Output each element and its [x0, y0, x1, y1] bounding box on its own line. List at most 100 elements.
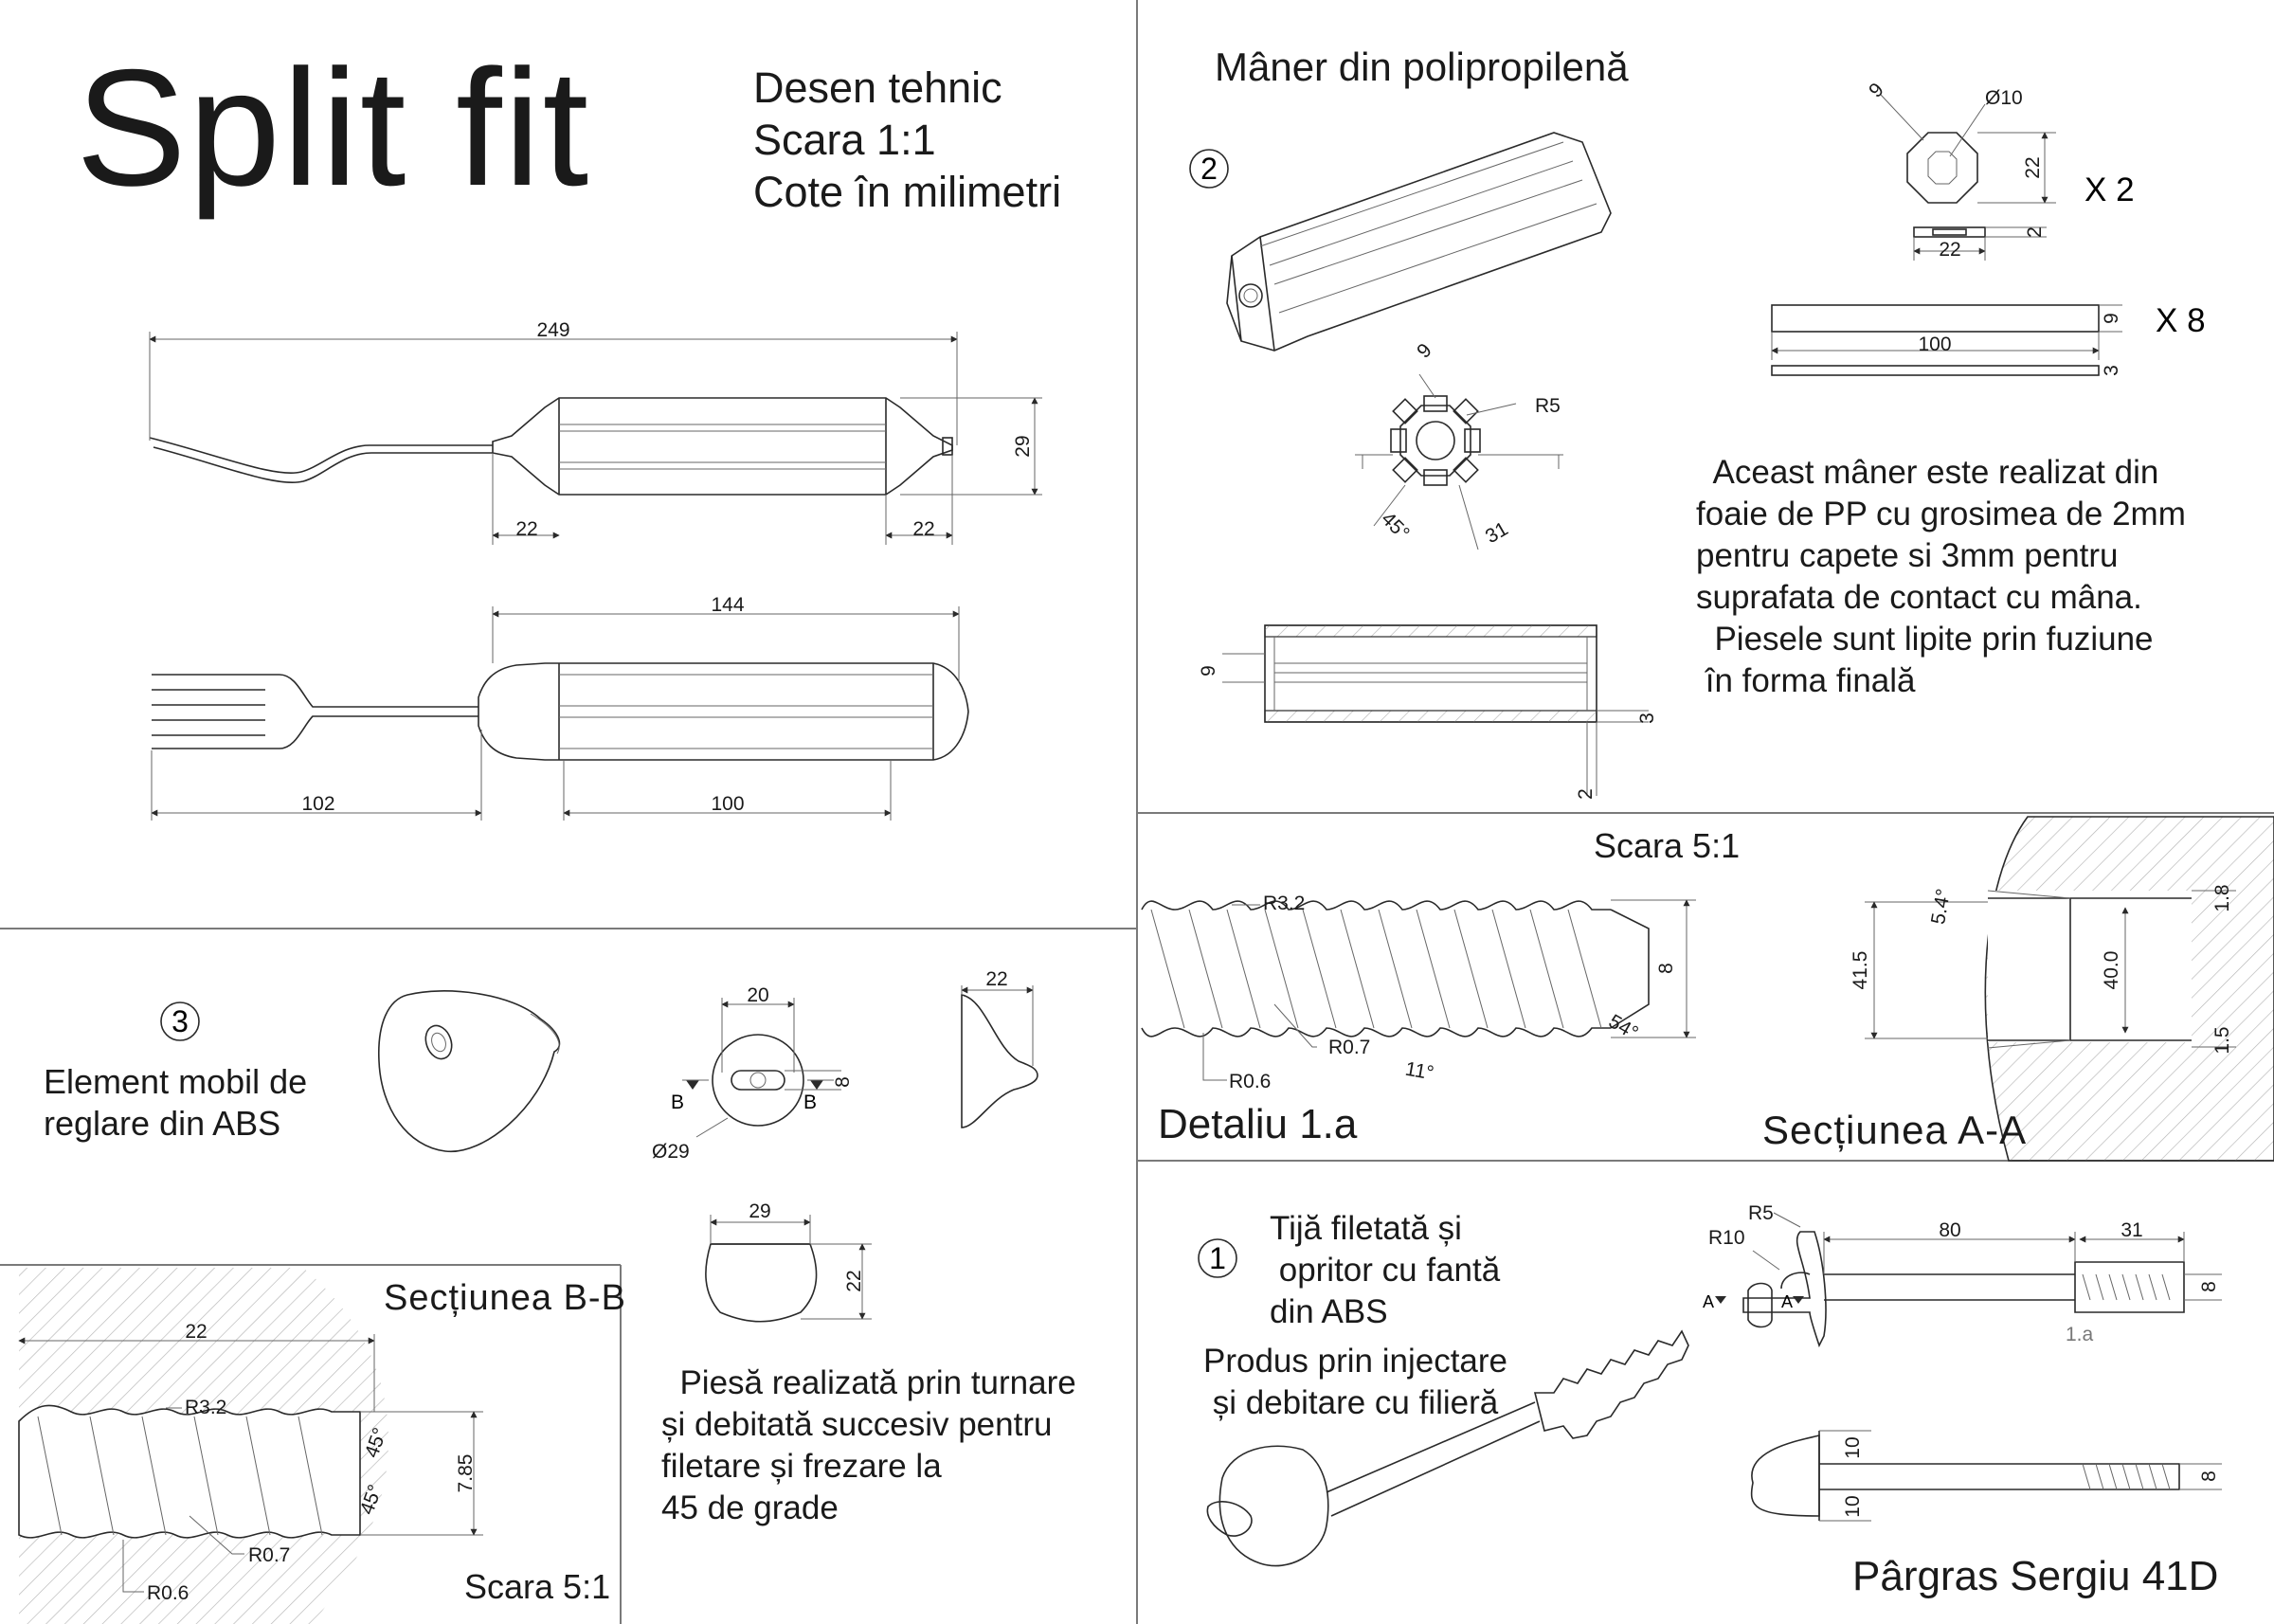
dim-grip-length: 100	[711, 793, 744, 815]
handle-desc-line: pentru capete si 3mm pentru	[1696, 537, 2119, 574]
header-line-2: Scara 1:1	[753, 116, 936, 164]
handle-desc-line: foaie de PP cu grosimea de 2mm	[1696, 496, 2186, 532]
handle-description: Aceast mâner este realizat din foaie de …	[1696, 452, 2186, 702]
el3-side-width: 22	[985, 968, 1007, 990]
rod-head-view: 10 10 8	[1750, 1430, 2222, 1522]
section-aa-drawing: 5.4° 1.8 41.5 40.0 1.5	[1850, 816, 2274, 1162]
detail-height: 8	[1655, 963, 1677, 974]
section-aa-label: Secțiunea A-A	[1762, 1108, 2028, 1152]
page-title: Split fit	[76, 36, 591, 221]
rod-detail-ref: 1.a	[2066, 1324, 2094, 1345]
element-3-cup-view: 29 22	[705, 1200, 872, 1323]
dim-left-cap: 22	[515, 518, 537, 540]
rod-side-view: 80 31 8 R5 R10 A A 1.a	[1703, 1202, 2222, 1348]
side-thickness: 9	[1198, 665, 1219, 677]
aa-outer: 41.5	[1850, 951, 1871, 990]
fork-top-dimensions: 249 22 22 29	[149, 319, 1042, 545]
handle-desc-line: suprafata de contact cu mâna.	[1696, 579, 2142, 616]
aa-inner: 40.0	[2101, 951, 2122, 990]
oct-side: 31	[1482, 518, 1512, 549]
detail-r-top: R3.2	[1263, 893, 1305, 914]
endcap-diameter: Ø10	[1985, 87, 2023, 109]
header-line-3: Cote în milimetri	[753, 168, 1062, 216]
handle-strip-view: 100 9 3 X 8	[1771, 302, 2206, 376]
rod-r10: R10	[1708, 1227, 1745, 1249]
handle-octagon-view	[1355, 373, 1563, 550]
detail-1a-drawing: R3.2 8 R0.7 R0.6 11° 54°	[1141, 893, 1696, 1092]
rod-shaft: 80	[1939, 1219, 1960, 1241]
bb-r-top: R3.2	[185, 1397, 226, 1418]
rod-label: Tijă filetată și opritor cu fantă din AB…	[1270, 1208, 1500, 1333]
dim-right-cap: 22	[912, 518, 934, 540]
dim-tine-part: 102	[301, 793, 334, 815]
oct-radius: R5	[1535, 395, 1561, 417]
aa-gap-bottom: 1.5	[2211, 1026, 2233, 1054]
oct-angle: 45°	[1377, 508, 1414, 545]
strip-thickness: 9	[2101, 313, 2122, 324]
element-3-front-view: 20 8 B B Ø29	[652, 984, 854, 1163]
rod-section-mark-right: A	[1781, 1292, 1793, 1311]
handle-desc-line: Piesele sunt lipite prin fuziune	[1696, 621, 2154, 658]
handle-isometric	[1226, 132, 1612, 352]
rod-r5: R5	[1748, 1202, 1774, 1224]
el3-width: 20	[747, 984, 768, 1006]
rod-label-line: opritor cu fantă	[1270, 1252, 1501, 1289]
fork-front-view	[152, 662, 969, 761]
el3-section-mark-right: B	[803, 1092, 817, 1113]
aa-angle: 5.4°	[1927, 887, 1955, 926]
rod-number-circle: 1	[1198, 1238, 1237, 1278]
rod-number: 1	[1209, 1241, 1226, 1275]
el3-desc-line: și debitată succesiv pentru	[661, 1406, 1053, 1443]
rod-process-line: și debitare cu filieră	[1203, 1384, 1499, 1421]
element-3-description: Piesă realizată prin turnare și debitată…	[661, 1362, 1076, 1529]
rod-head-bottom: 10	[1842, 1495, 1864, 1517]
header-line-1: Desen tehnic	[753, 63, 1002, 112]
side-wall: 3	[1636, 713, 1658, 724]
el3-cup-width: 29	[749, 1200, 770, 1222]
rod-label-line: Tijă filetată și	[1270, 1210, 1462, 1247]
fork-top-view	[149, 397, 953, 496]
author-signature: Pârgras Sergiu 41D	[1852, 1553, 2219, 1599]
handle-number-circle: 2	[1189, 149, 1229, 189]
detail-scale: Scara 5:1	[1594, 826, 1741, 865]
element-3-label-line-2: reglare din ABS	[44, 1104, 281, 1143]
handle-number: 2	[1200, 152, 1218, 186]
strip-count: X 8	[2156, 302, 2206, 339]
rod-isometric	[1206, 1329, 1689, 1567]
detail-angle-tip: 54°	[1605, 1010, 1642, 1044]
side-cap: 2	[1575, 788, 1597, 800]
bb-height: 7.85	[455, 1454, 477, 1493]
rod-label-line: din ABS	[1270, 1293, 1388, 1330]
handle-section-title: Mâner din polipropilenă	[1215, 45, 1629, 89]
el3-desc-line: 45 de grade	[661, 1489, 839, 1526]
section-bb-scale: Scara 5:1	[464, 1567, 611, 1606]
endcap-width: 22	[1939, 239, 1960, 261]
el3-section-mark-left: B	[671, 1092, 684, 1113]
aa-gap-top: 1.8	[2211, 884, 2233, 911]
bb-length: 22	[185, 1321, 207, 1343]
rod-section-mark-left: A	[1703, 1292, 1714, 1311]
el3-slot: 8	[832, 1076, 854, 1088]
handle-desc-line: Aceast mâner este realizat din	[1696, 454, 2159, 491]
dim-handle-length: 144	[711, 594, 744, 616]
element-3-side-view: 22	[961, 968, 1038, 1128]
fork-front-dimensions: 144 102 100	[151, 594, 960, 821]
dim-overall-length: 249	[536, 319, 569, 341]
element-3-isometric	[378, 990, 561, 1153]
el3-desc-line: Piesă realizată prin turnare	[661, 1364, 1076, 1401]
oct-thickness: 9	[1413, 339, 1436, 363]
section-bb-label: Secțiunea B-B	[384, 1278, 626, 1318]
el3-desc-line: filetare și frezare la	[661, 1448, 942, 1485]
element-3-number: 3	[171, 1004, 189, 1038]
handle-side-section: 9 3 2	[1198, 624, 1658, 800]
handle-desc-line: în forma finală	[1696, 662, 1916, 699]
rod-diameter: 8	[2198, 1281, 2220, 1292]
element-3-label-line-1: Element mobil de	[44, 1062, 308, 1101]
section-bb-drawing: 22 R3.2 45° 45° 7.85 R0.7 R0.6	[18, 1268, 483, 1624]
el3-diameter: Ø29	[652, 1141, 690, 1163]
rod-process-line: Produs prin injectare	[1203, 1343, 1507, 1380]
strip-length: 100	[1918, 334, 1951, 355]
detail-angle-small: 11°	[1403, 1058, 1435, 1085]
bb-r-mid: R0.7	[248, 1544, 290, 1566]
